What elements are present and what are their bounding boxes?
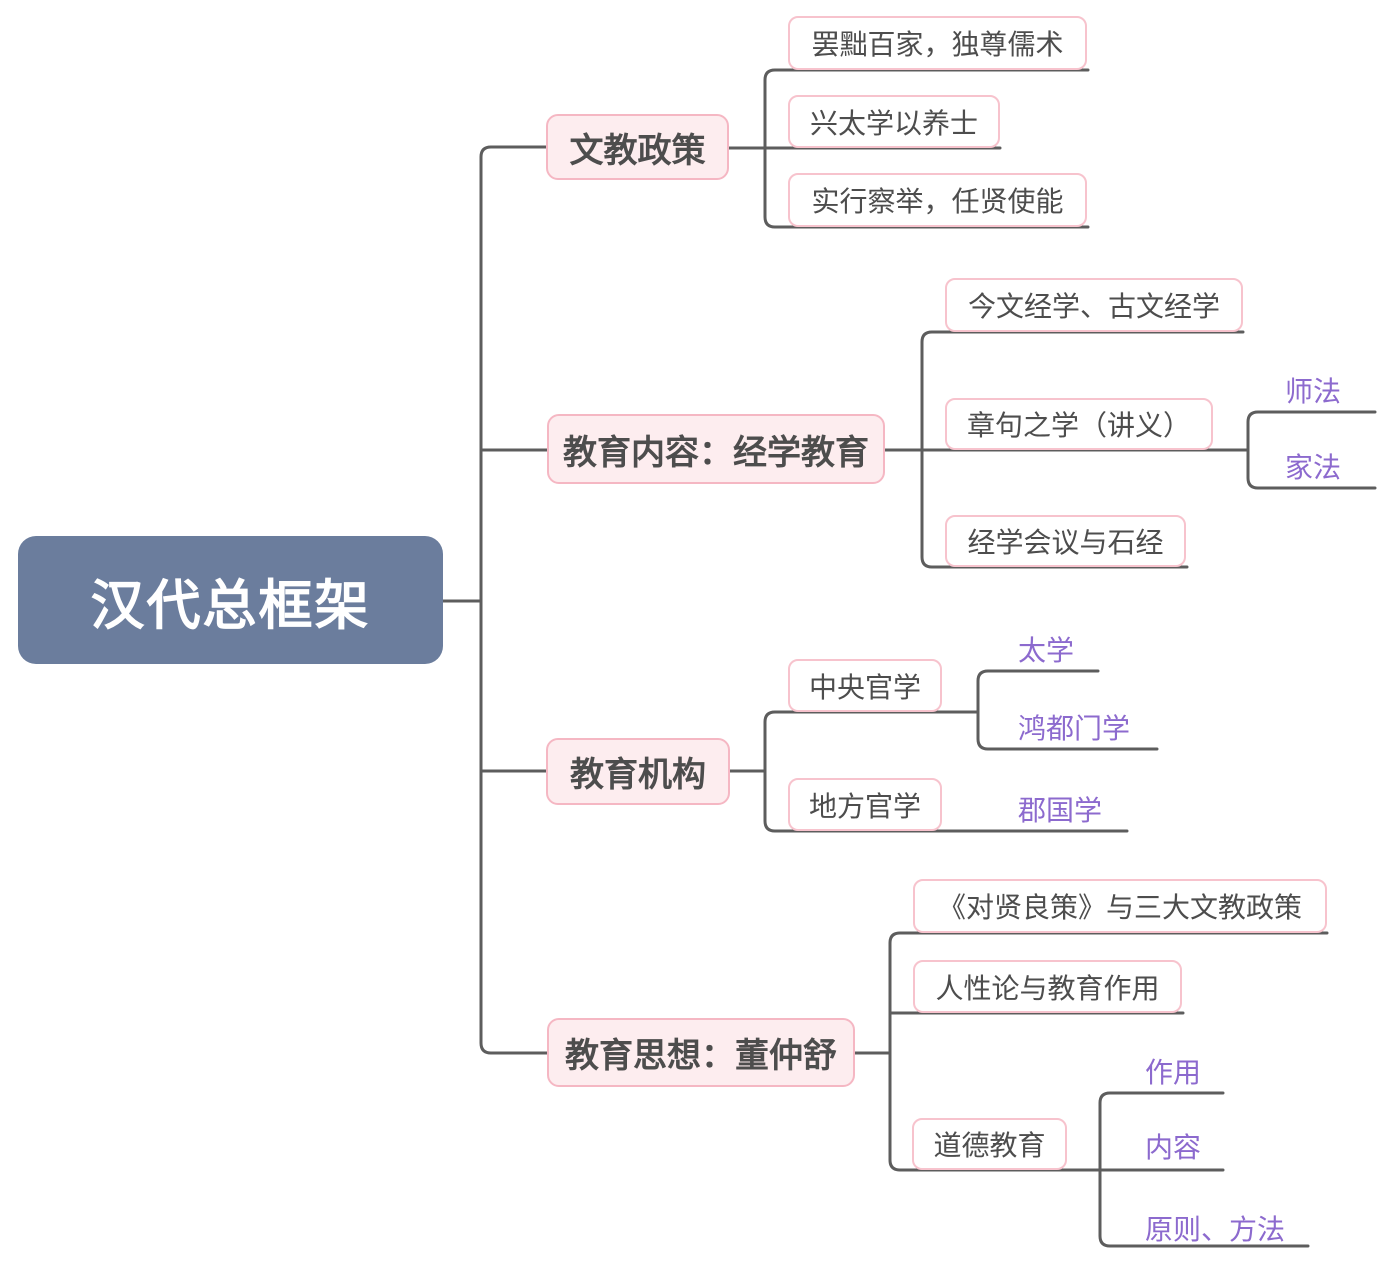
leaf-hongdumen-school[interactable]: 鸿都门学: [1018, 713, 1131, 744]
topic-duixianliangce[interactable]: 《对贤良策》与三大文教政策: [913, 879, 1327, 933]
leaf-taixue[interactable]: 太学: [1018, 635, 1075, 666]
edge-b4-outer: [888, 931, 1329, 1172]
leaf-junguo-school[interactable]: 郡国学: [1018, 795, 1103, 826]
topic-moral-education[interactable]: 道德教育: [912, 1118, 1067, 1170]
topic-jinwen-guwen[interactable]: 今文经学、古文经学: [945, 278, 1243, 332]
branch-education-content[interactable]: 教育内容：经学教育: [547, 414, 885, 484]
leaf-principles-methods[interactable]: 原则、方法: [1145, 1214, 1286, 1245]
topic-zhangju-study[interactable]: 章句之学（讲义）: [945, 398, 1213, 450]
topic-chaju-selection[interactable]: 实行察举，任贤使能: [788, 173, 1087, 227]
branch-education-institutions[interactable]: 教育机构: [546, 738, 730, 805]
edge-b1-outer: [763, 68, 1090, 229]
topic-found-taixue[interactable]: 兴太学以养士: [788, 95, 1000, 148]
edge-b2-outer: [920, 330, 1245, 569]
topic-local-official-school[interactable]: 地方官学: [788, 778, 942, 831]
leaf-content[interactable]: 内容: [1145, 1132, 1202, 1163]
root-topic[interactable]: 汉代总框架: [18, 536, 443, 664]
edge-main-trunk: [479, 145, 550, 1055]
edge-b3-outer: [763, 710, 1129, 833]
edge-b2-bracket: [1246, 410, 1377, 490]
edge-b3-bracket: [976, 669, 1159, 751]
leaf-shifa[interactable]: 师法: [1285, 376, 1342, 407]
topic-jingxue-meetings[interactable]: 经学会议与石经: [945, 515, 1186, 567]
leaf-jiafa[interactable]: 家法: [1285, 452, 1342, 483]
branch-education-thought[interactable]: 教育思想：董仲舒: [547, 1018, 855, 1087]
topic-human-nature-education[interactable]: 人性论与教育作用: [913, 960, 1182, 1013]
topic-respect-confucianism[interactable]: 罢黜百家，独尊儒术: [788, 16, 1087, 70]
branch-culture-education-policy[interactable]: 文教政策: [546, 114, 729, 180]
topic-central-official-school[interactable]: 中央官学: [788, 659, 942, 712]
leaf-role[interactable]: 作用: [1145, 1057, 1202, 1088]
